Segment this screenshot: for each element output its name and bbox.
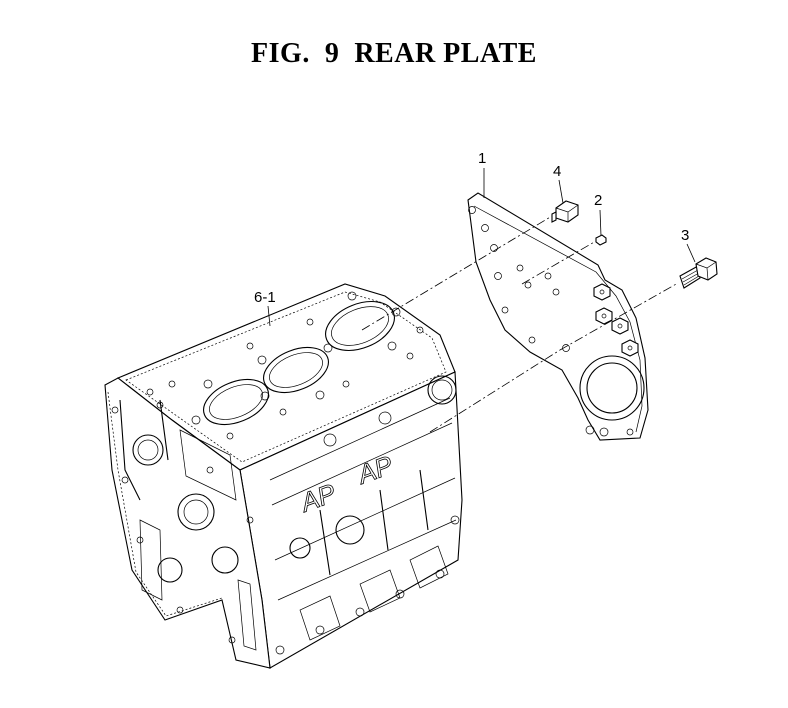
cylinder-block (104, 283, 463, 669)
leader-lines (267, 168, 696, 327)
bolt (679, 257, 718, 289)
callout-pin: 2 (594, 192, 602, 209)
callout-cylinder-block: 6-1 (254, 289, 276, 306)
alignment-lines (361, 215, 679, 433)
plug (551, 200, 579, 223)
figure-title: FIG. 9 REAR PLATE (251, 38, 537, 69)
pin (595, 234, 607, 246)
callout-rear-plate: 1 (478, 150, 486, 167)
callout-bolt: 3 (681, 227, 689, 244)
callout-plug: 4 (553, 163, 561, 180)
rear-plate (467, 192, 649, 441)
